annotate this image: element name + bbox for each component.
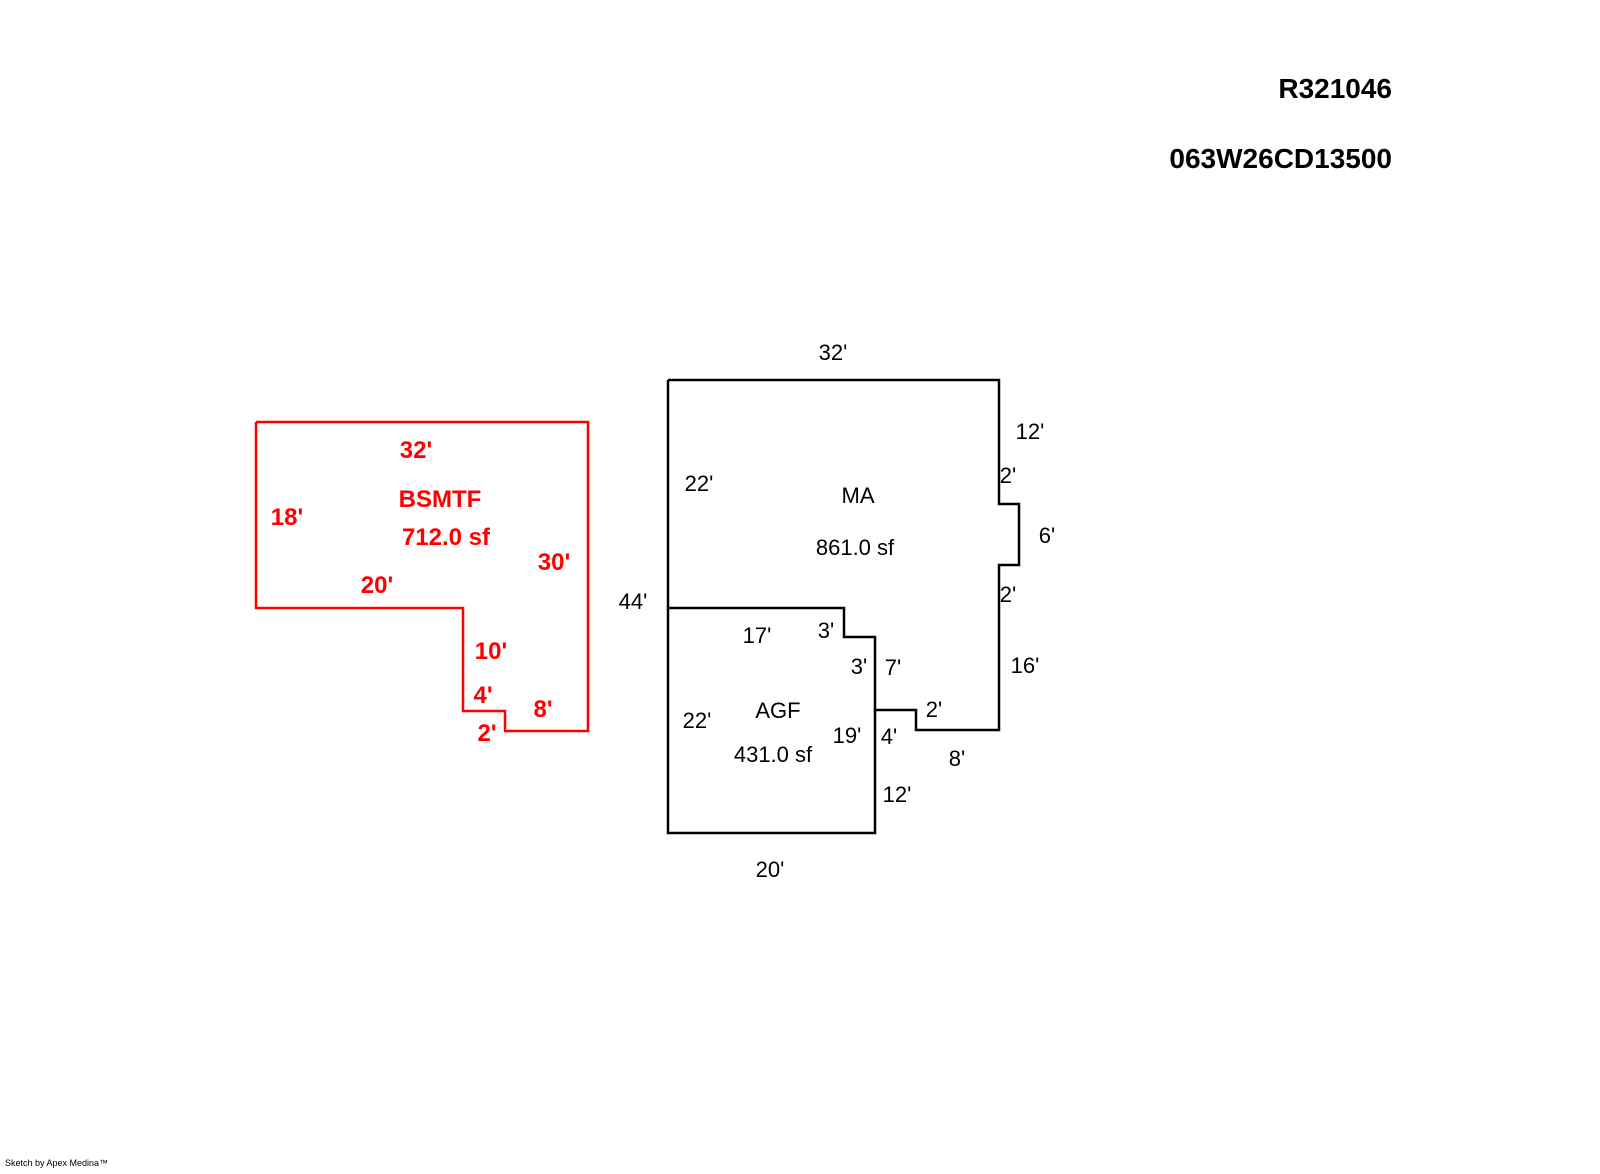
- ma-name: MA: [842, 483, 875, 508]
- basement-dim-notch-side: 4': [473, 682, 492, 709]
- ma-dim-right-upper: 12': [1016, 419, 1045, 444]
- agf-dim-top: 17': [743, 623, 772, 648]
- basement-area: 712.0 sf: [402, 524, 491, 551]
- main-area-outline: [666, 378, 1021, 835]
- basement-dim-top: 32': [400, 437, 432, 464]
- ma-dim-bump-top: 2': [1000, 463, 1016, 488]
- agf-dim-right: 19': [833, 723, 862, 748]
- ma-dim-notch-side: 4': [881, 724, 897, 749]
- ma-dim-lower-right: 12': [883, 782, 912, 807]
- ma-dim-bottom: 8': [949, 746, 965, 771]
- agf-area: 431.0 sf: [734, 742, 813, 767]
- basement-name: BSMTF: [399, 486, 482, 513]
- basement-outline: [254, 420, 590, 733]
- ma-dim-inner-step: 7': [885, 655, 901, 680]
- agf-dim-bottom: 20': [756, 857, 785, 882]
- account-id: R321046: [1278, 73, 1392, 104]
- ma-dim-bump: 6': [1039, 523, 1055, 548]
- agf-dim-step-top: 3': [818, 618, 834, 643]
- basement-dim-right: 30': [538, 549, 570, 576]
- ma-dim-right-lower: 16': [1011, 653, 1040, 678]
- basement-dim-left: 18': [271, 504, 303, 531]
- agf-dim-left: 22': [683, 708, 712, 733]
- footer-credit: Sketch by Apex Medina™: [5, 1158, 108, 1168]
- ma-dim-bump-bottom: 2': [1000, 582, 1016, 607]
- ma-dim-inner-left: 22': [685, 471, 714, 496]
- agf-name: AGF: [755, 698, 800, 723]
- ma-dim-outer-left: 44': [619, 589, 648, 614]
- basement-dim-step-top: 20': [361, 572, 393, 599]
- ma-dim-notch-top: 2': [926, 697, 942, 722]
- agf-dim-step-side: 3': [851, 654, 867, 679]
- map-tax-lot: 063W26CD13500: [1169, 143, 1392, 174]
- basement-dim-bottom: 8': [533, 696, 552, 723]
- basement-dim-notch-bottom: 2': [477, 720, 496, 747]
- ma-dim-top: 32': [819, 340, 848, 365]
- basement-dim-step-side: 10': [475, 638, 507, 665]
- ma-area: 861.0 sf: [816, 535, 895, 560]
- garage-divider: [668, 606, 877, 710]
